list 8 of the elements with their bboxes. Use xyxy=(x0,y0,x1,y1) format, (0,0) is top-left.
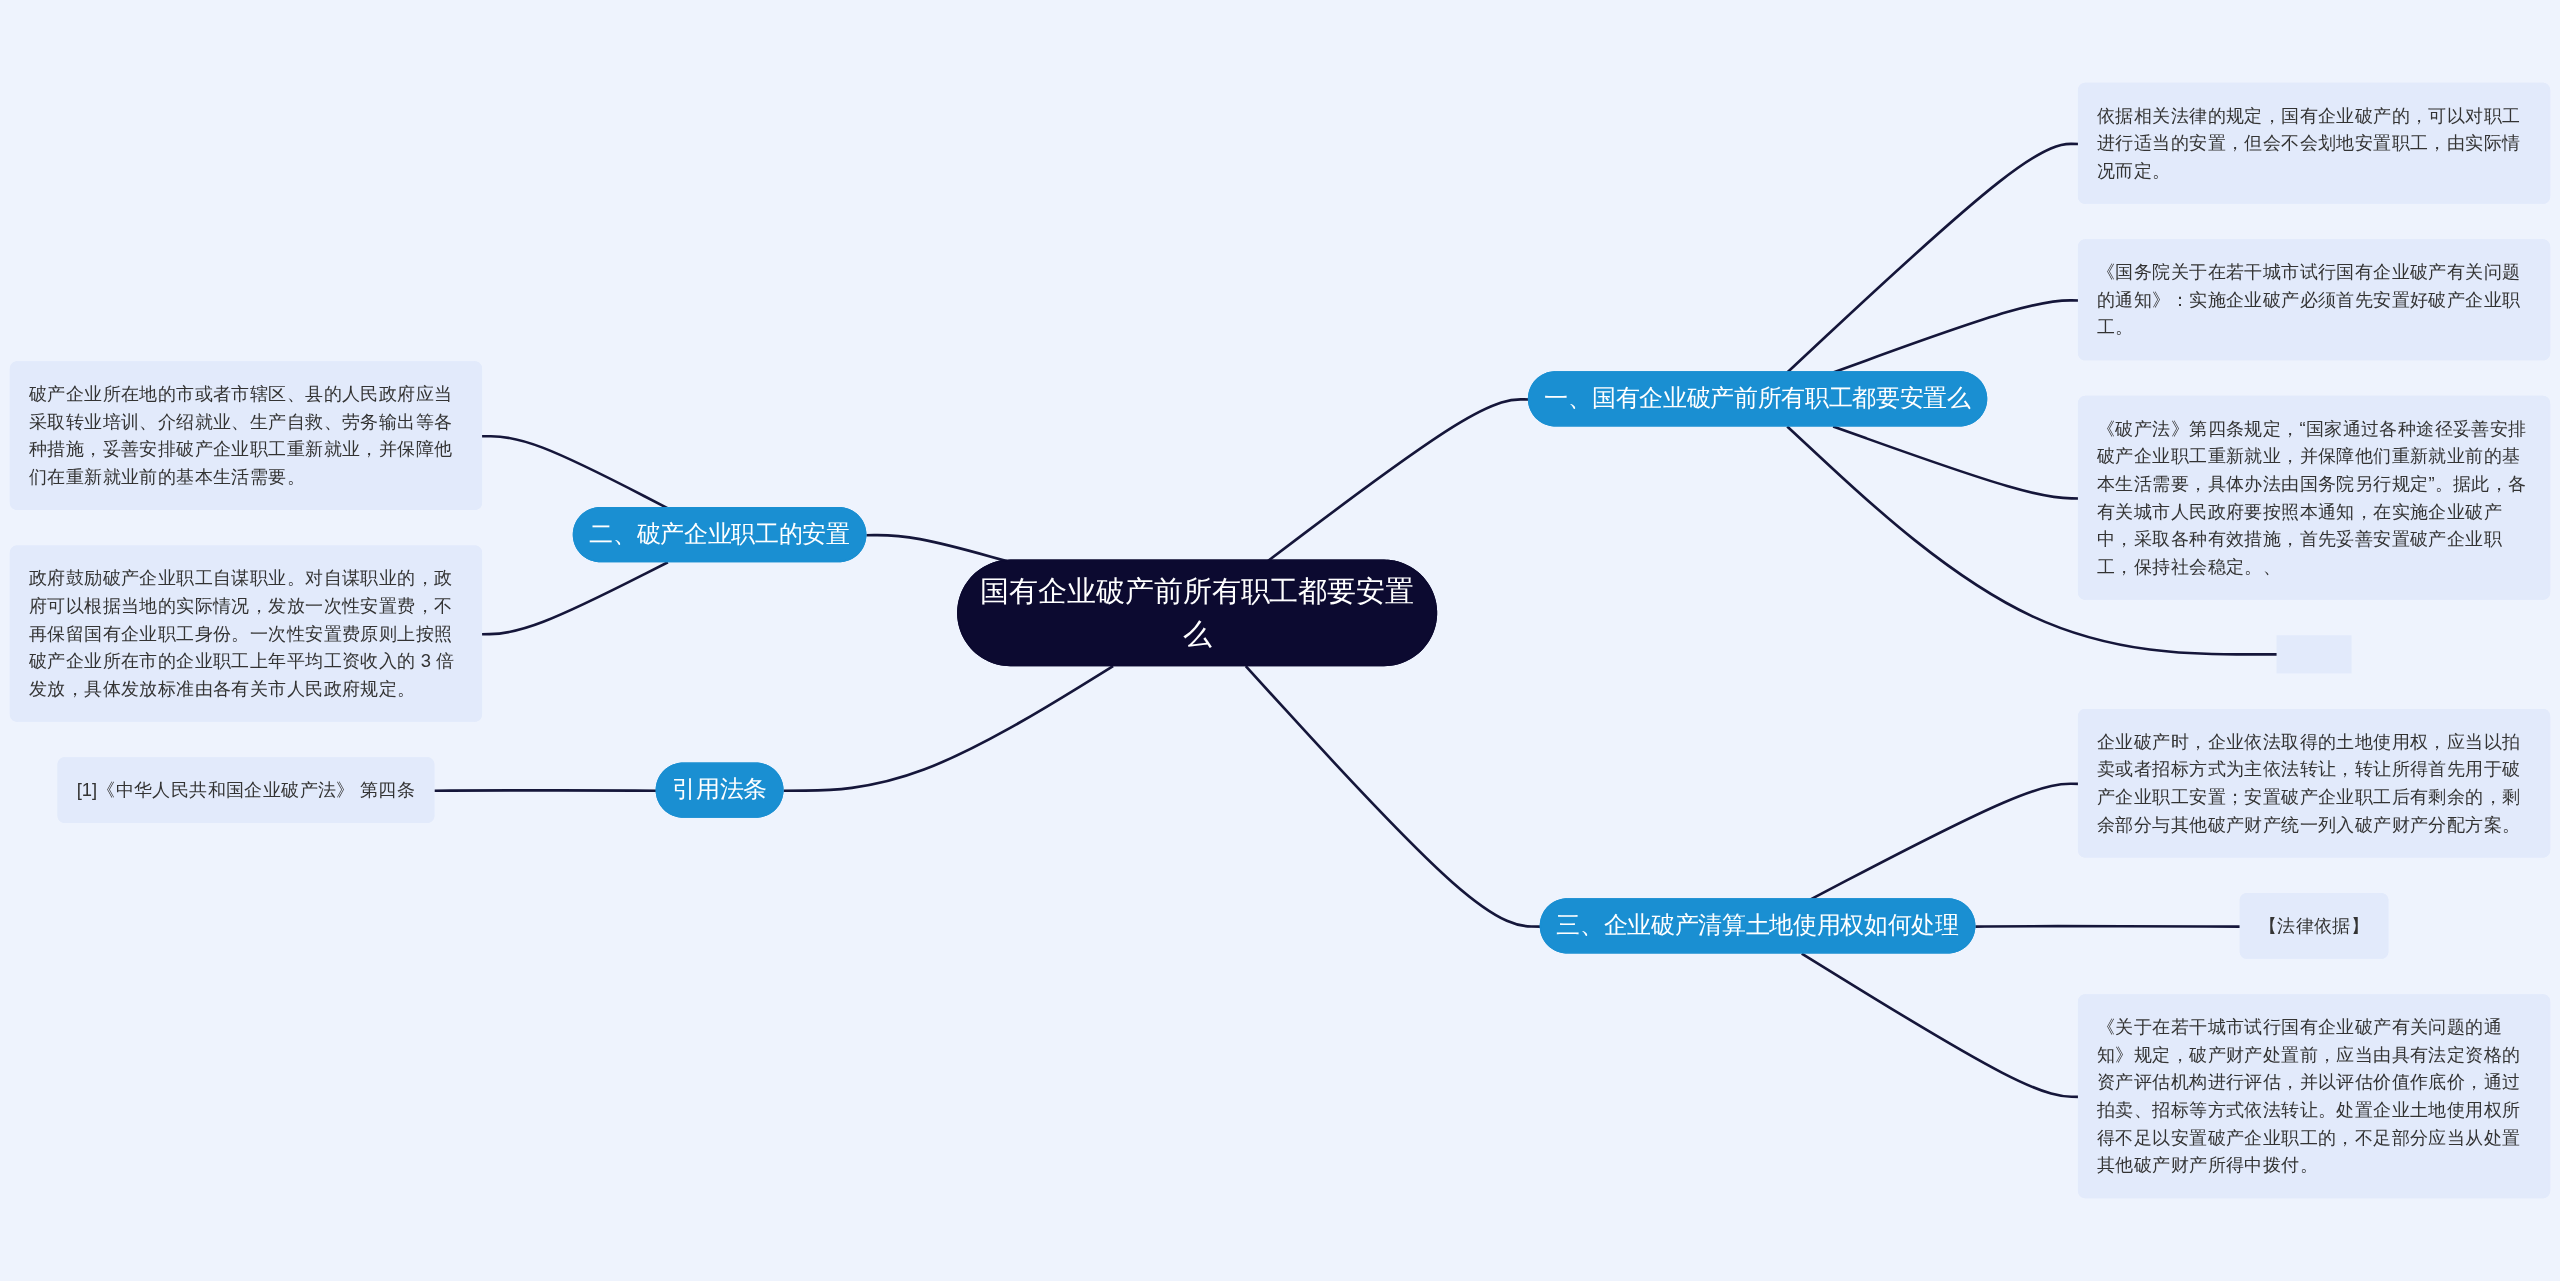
connector xyxy=(482,561,669,636)
node-box xyxy=(2276,635,2352,674)
connector xyxy=(1786,425,2278,656)
connector xyxy=(866,533,1008,563)
connector xyxy=(434,789,657,793)
connector xyxy=(1267,398,1530,562)
connector xyxy=(1244,665,1542,928)
connector xyxy=(783,665,1114,793)
